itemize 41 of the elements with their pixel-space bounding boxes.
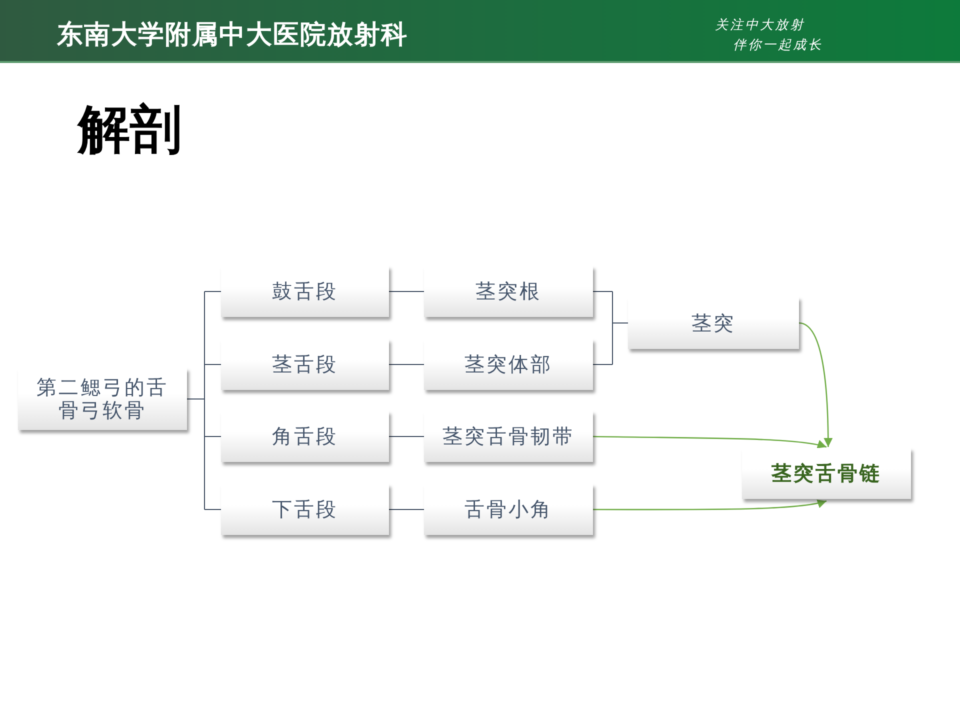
structure-label: 茎突根 [476, 280, 542, 303]
structure-label: 茎舌段 [272, 353, 338, 376]
slogan-text: 关注中大放射 [715, 17, 805, 34]
structure-label: 下舌段 [272, 498, 338, 521]
hierarchy-box [424, 411, 593, 462]
hierarchy-box [424, 339, 593, 390]
connector-line [204, 291, 222, 292]
structure-label: 角舌段 [272, 425, 338, 448]
connector-line [388, 291, 424, 292]
connector-line [388, 364, 424, 365]
structure-label: 茎突舌骨链 [772, 462, 882, 485]
hierarchy-box [18, 368, 187, 430]
hierarchy-box [221, 411, 389, 462]
arrow [592, 436, 827, 450]
hierarchy-box [221, 339, 389, 390]
slide-title: 解剖 [78, 99, 182, 162]
structure-label: 茎突 [692, 312, 736, 334]
hierarchy-box [742, 448, 911, 499]
connector-line [388, 509, 424, 510]
structure-label: 舌骨小角 [464, 498, 552, 521]
hierarchy-box [221, 484, 389, 535]
arrow [798, 322, 833, 447]
connector-line [592, 291, 613, 292]
connector-line [612, 291, 628, 365]
structure-label: 茎突体部 [464, 353, 552, 376]
hierarchy-box [628, 297, 799, 349]
hierarchy-box [424, 484, 593, 535]
structure-label: 茎突舌骨韧带 [442, 425, 574, 448]
connector-line [592, 364, 613, 365]
hierarchy-box [221, 266, 389, 317]
structure-label: 第二鳃弓的舌骨弓软骨 [36, 376, 170, 422]
slogan-text: 伴你一起成长 [733, 37, 823, 54]
header-title: 东南大学附属中大医院放射科 [57, 20, 408, 50]
connector-line [388, 436, 424, 437]
connector-line [204, 436, 222, 437]
arrow [593, 498, 827, 510]
structure-label: 鼓舌段 [272, 280, 338, 303]
connector-line [204, 364, 222, 365]
connector-line [204, 509, 222, 510]
connector-line [186, 291, 205, 510]
hierarchy-box [424, 266, 593, 317]
